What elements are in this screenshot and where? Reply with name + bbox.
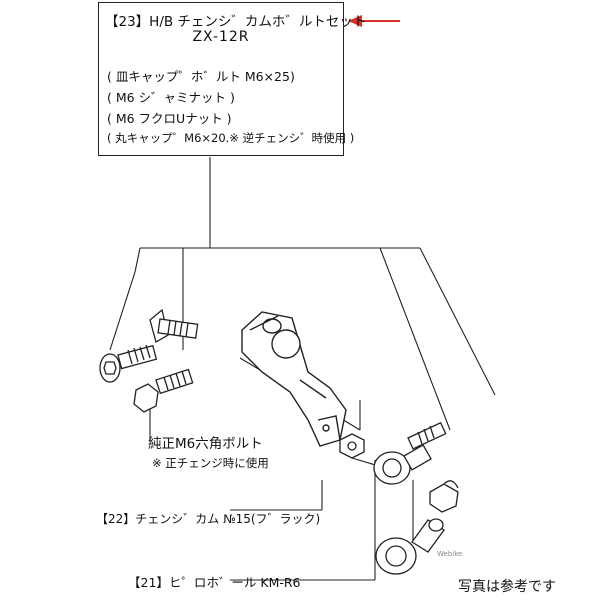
part-line: ( 皿キャップ゜ホ゛ルト M6×25) [107,69,295,84]
watermark: Webike [437,550,463,558]
reference-note: 写真は参考です [458,579,556,595]
change-cam-icon [241,311,347,447]
pillow-ball-label: 【21】ヒ゜ロホ゛ール KM-R6 [128,575,301,590]
part-title-box: 【23】H/B チェンシ゛カムホ゛ルトセット ZX-12R ( 皿キャップ゜ホ゛… [98,2,366,156]
pillow-ball-lower-icon [375,518,445,575]
part-line: ( M6 フクロUナット ) [107,111,232,126]
jam-nut-icon [339,433,365,459]
red-arrow-icon [348,15,400,27]
set-title: 【23】H/B チェンシ゛カムホ゛ルトセット [105,14,367,30]
cap-nut-icon [429,480,459,513]
model-name: ZX-12R [192,29,250,45]
part-line: ( 丸キャップ゜M6×20.※ 逆チェンシ゛時使用 ) [107,131,355,145]
countersunk-bolt-icon [149,308,199,343]
change-cam-label: 【22】チェンシ゛カム №15(フ゛ラック) [96,512,321,526]
pillow-ball-upper-icon [373,444,432,485]
hex-bolt-note: ※ 正チェンジ時に使用 [152,456,269,470]
upper-right-bolt-icon [407,421,447,450]
hex-bolt-icon [133,368,194,413]
hex-bolt-label: 純正M6六角ボルト [148,436,263,452]
part-line: ( M6 シ゛ャミナット ) [107,90,235,105]
button-head-bolt-icon [99,344,158,383]
